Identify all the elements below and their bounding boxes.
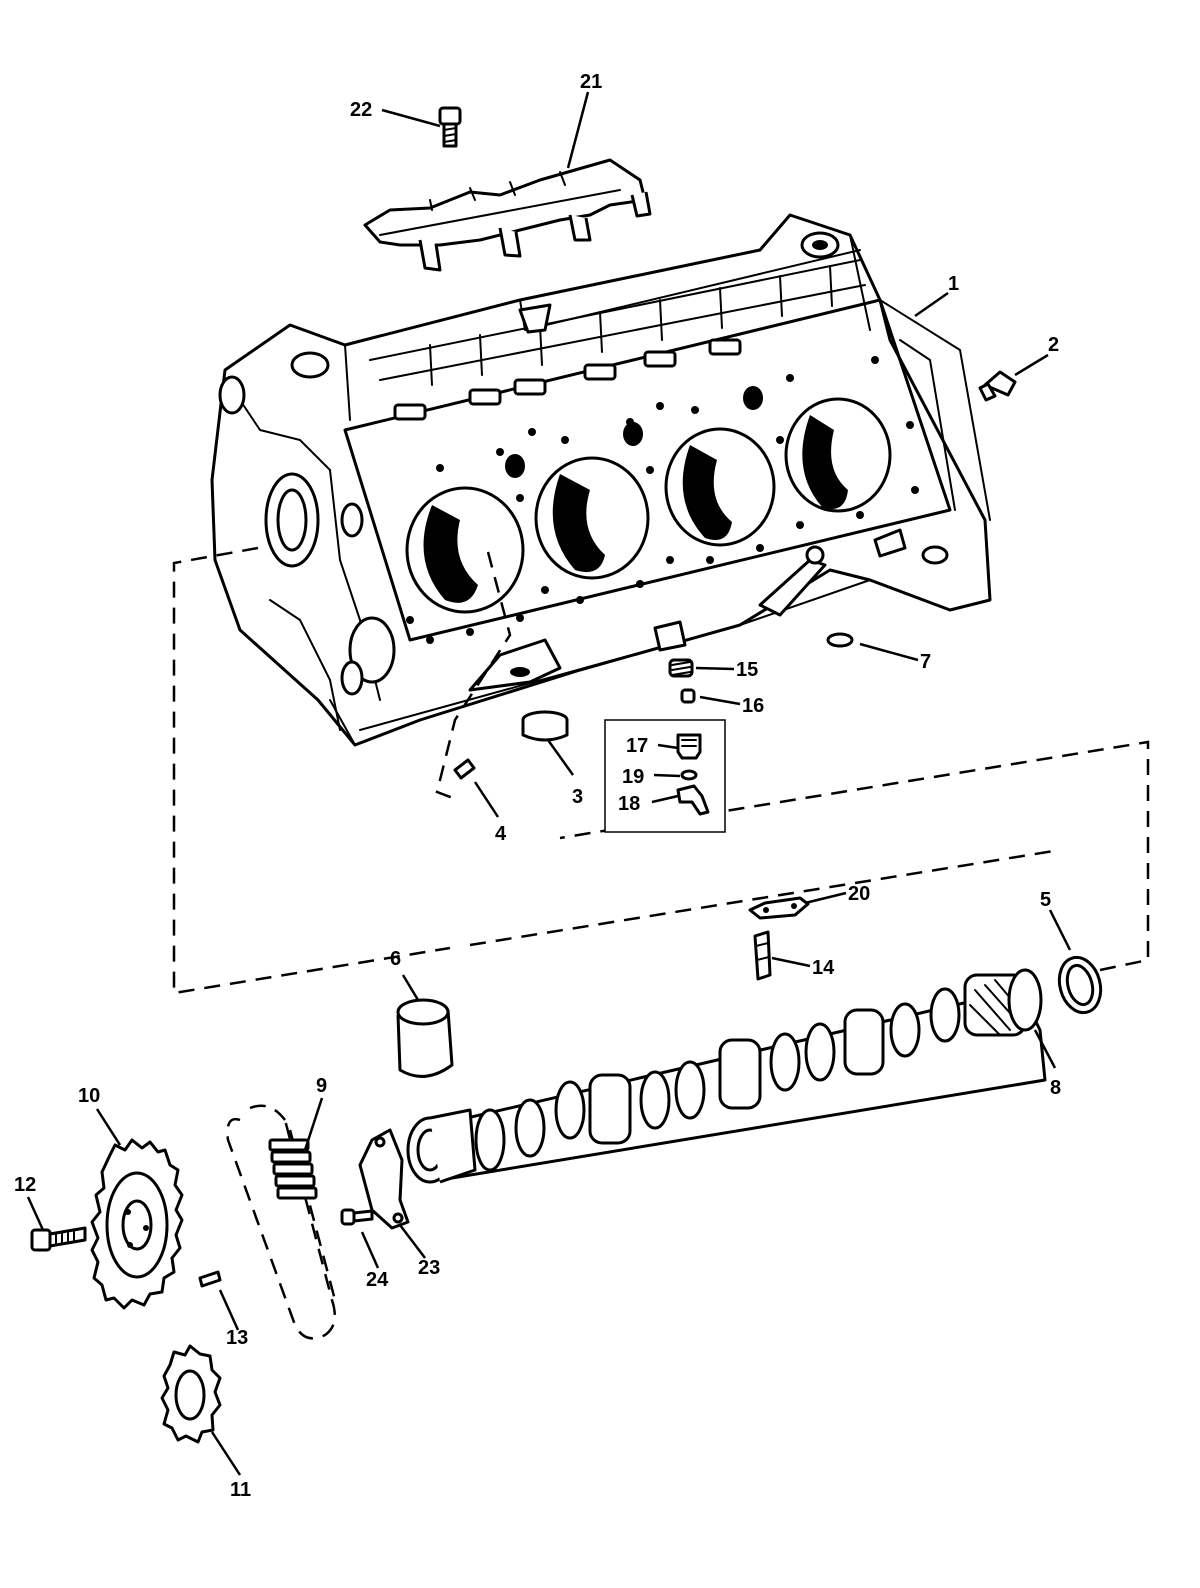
cylinder-block [210,213,992,747]
lifter-guide-retainer [363,158,652,272]
callout-4: 4 [495,823,507,845]
callout-24: 24 [366,1269,389,1291]
callout-5: 5 [1040,889,1051,911]
callout-22: 22 [350,99,372,121]
callout-leaders [26,91,1072,1476]
guide-bolt [438,106,462,148]
callout-16: 16 [742,695,764,717]
check-ball [680,688,696,704]
callout-1: 1 [948,273,959,295]
callout-12: 12 [14,1174,36,1196]
callout-17: 17 [626,735,648,757]
callout-13: 13 [226,1327,248,1349]
thrust-plate-bolt [340,1208,374,1226]
callout-15: 15 [736,659,758,681]
lifter-guide-plate [748,896,810,920]
callout-8: 8 [1050,1077,1061,1099]
pressure-relief-spring [668,658,694,678]
timing-chain [226,1104,337,1340]
crankshaft-sprocket [160,1344,222,1444]
callout-21: 21 [580,71,602,93]
assembly-dashed-outline [172,546,1150,995]
sprocket-bolt [30,1226,87,1252]
dowel-pin [453,758,476,780]
sprocket-dowel [198,1270,222,1288]
rear-cam-plug [1057,955,1103,1015]
callout-19: 19 [622,766,644,788]
callout-3: 3 [572,786,583,808]
callout-7: 7 [920,651,931,673]
callout-10: 10 [78,1085,100,1107]
callout-23: 23 [418,1257,440,1279]
callout-6: 6 [390,948,401,970]
thrust-plate-gasket [358,1128,410,1230]
callout-11: 11 [230,1479,251,1501]
callout-18: 18 [618,793,640,815]
o-ring-seal [826,632,854,648]
callout-20: 20 [848,883,870,905]
cam-bearing-insert [521,710,569,742]
cam-bore-centerline [435,551,512,800]
hydraulic-lifter [753,930,772,981]
drain-plug [978,370,1017,402]
callout-14: 14 [812,957,835,979]
front-cam-bearing [396,998,454,1078]
callout-9: 9 [316,1075,327,1097]
camshaft [406,968,1047,1184]
callout-2: 2 [1048,334,1059,356]
camshaft-sprocket [90,1138,184,1310]
